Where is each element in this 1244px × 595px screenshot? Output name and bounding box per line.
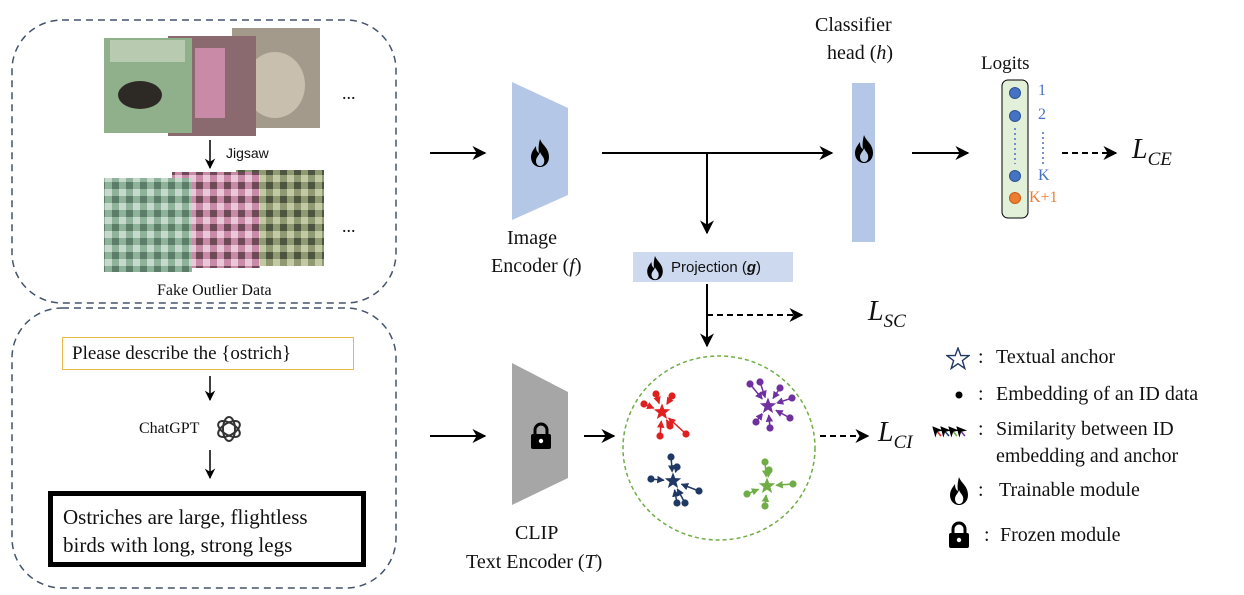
legend-similarity-line-1: Similarity between ID xyxy=(996,418,1174,440)
outlier-images xyxy=(104,28,320,136)
id-embedding-dot xyxy=(667,453,675,461)
legend-colon: : xyxy=(984,524,990,546)
legend-colon: : xyxy=(978,383,984,405)
flame-icon xyxy=(531,139,549,167)
classifier-label: head (h) xyxy=(827,42,894,64)
textual-anchor-star xyxy=(757,475,777,495)
description-box: Ostriches are large, flightless birds wi… xyxy=(48,491,366,567)
id-embedding-dot xyxy=(695,487,703,495)
id-embedding-dot xyxy=(668,392,676,400)
id-embedding-dot xyxy=(681,499,689,507)
id-embedding-dot xyxy=(761,502,769,510)
id-embedding-dot xyxy=(765,466,773,474)
id-embedding-dot xyxy=(673,463,681,471)
embedding-clusters xyxy=(640,378,797,510)
id-embedding-dot xyxy=(752,418,760,426)
logit-node-k xyxy=(1009,170,1021,182)
image-encoder-title: Image xyxy=(507,227,557,249)
legend-similarity-arrows xyxy=(932,426,968,438)
id-embedding-dot xyxy=(789,480,797,488)
star-icon xyxy=(946,347,970,370)
id-embedding-dot xyxy=(640,400,648,408)
text-encoder-title: CLIP xyxy=(515,522,559,544)
embedding-space xyxy=(622,355,816,541)
loss-ce: LCE xyxy=(1132,134,1172,170)
text-encoder-label: Text Encoder (T) xyxy=(466,551,603,573)
jigsaw-label: Jigsaw xyxy=(226,145,269,161)
logit-node-k-plus-1 xyxy=(1009,192,1021,204)
text-panel xyxy=(11,307,397,589)
legend-textual-anchor: Textual anchor xyxy=(996,346,1116,368)
description-line-1: Ostriches are large, flightless xyxy=(63,505,308,529)
id-embedding-dot xyxy=(673,499,681,507)
chatgpt-logo-icon xyxy=(217,416,241,442)
prompt-text: Please describe the {ostrich} xyxy=(72,343,292,364)
ellipsis-bottom: ... xyxy=(342,216,356,236)
chatgpt-label: ChatGPT xyxy=(139,420,200,437)
id-embedding-dot xyxy=(766,424,774,432)
jigsaw-images xyxy=(104,170,324,272)
legend-trainable: Trainable module xyxy=(999,479,1140,501)
textual-anchor-star xyxy=(758,395,778,415)
id-embedding-dot xyxy=(776,384,784,392)
logit-label-2: 2 xyxy=(1038,106,1046,123)
id-embedding-dot xyxy=(743,490,751,498)
projection-label: Projection (g) xyxy=(671,259,762,276)
id-embedding-dot xyxy=(647,475,655,483)
flame-icon xyxy=(950,477,968,505)
legend-colon: : xyxy=(978,418,984,440)
outlier-caption: Fake Outlier Data xyxy=(157,282,272,299)
image-encoder-label: Encoder (f) xyxy=(491,255,582,277)
id-embedding-dot xyxy=(652,390,660,398)
id-embedding-dot xyxy=(746,380,754,388)
logit-label-1: 1 xyxy=(1038,82,1046,99)
logit-label-k-plus-1: K+1 xyxy=(1029,189,1058,206)
id-embedding-dot xyxy=(756,378,764,386)
lock-icon xyxy=(949,521,969,548)
prompt-box: Please describe the {ostrich} xyxy=(62,337,354,370)
lock-icon xyxy=(531,422,551,449)
logit-label-k: K xyxy=(1038,167,1050,184)
loss-sc: LSC xyxy=(868,296,906,332)
legend-colon: : xyxy=(978,346,984,368)
textual-anchor-star xyxy=(663,470,683,490)
id-embedding-dot xyxy=(761,458,769,466)
textual-anchor-star xyxy=(652,401,672,421)
legend-similarity-line-2: embedding and anchor xyxy=(996,445,1179,467)
legend-embedding: Embedding of an ID data xyxy=(996,383,1199,405)
id-embedding-dot xyxy=(666,422,674,430)
flame-icon xyxy=(855,135,873,163)
id-embedding-dot xyxy=(788,394,796,402)
logit-node-1 xyxy=(1009,87,1021,99)
id-embedding-dot xyxy=(786,414,794,422)
legend-frozen: Frozen module xyxy=(1000,524,1121,546)
similarity-arrow xyxy=(668,417,687,435)
logits-title: Logits xyxy=(981,53,1030,74)
ellipsis-top: ... xyxy=(342,83,356,103)
logit-node-2 xyxy=(1009,110,1021,122)
id-embedding-dot xyxy=(682,430,690,438)
loss-ci: LCI xyxy=(878,417,913,453)
id-embedding-dot xyxy=(656,432,664,440)
description-line-2: birds with long, strong legs xyxy=(63,533,293,557)
projection-box: Projection (g) xyxy=(633,252,793,282)
legend-dot xyxy=(955,391,963,399)
classifier-title: Classifier xyxy=(815,14,892,36)
flame-icon xyxy=(647,255,663,281)
legend-colon: : xyxy=(978,479,984,501)
